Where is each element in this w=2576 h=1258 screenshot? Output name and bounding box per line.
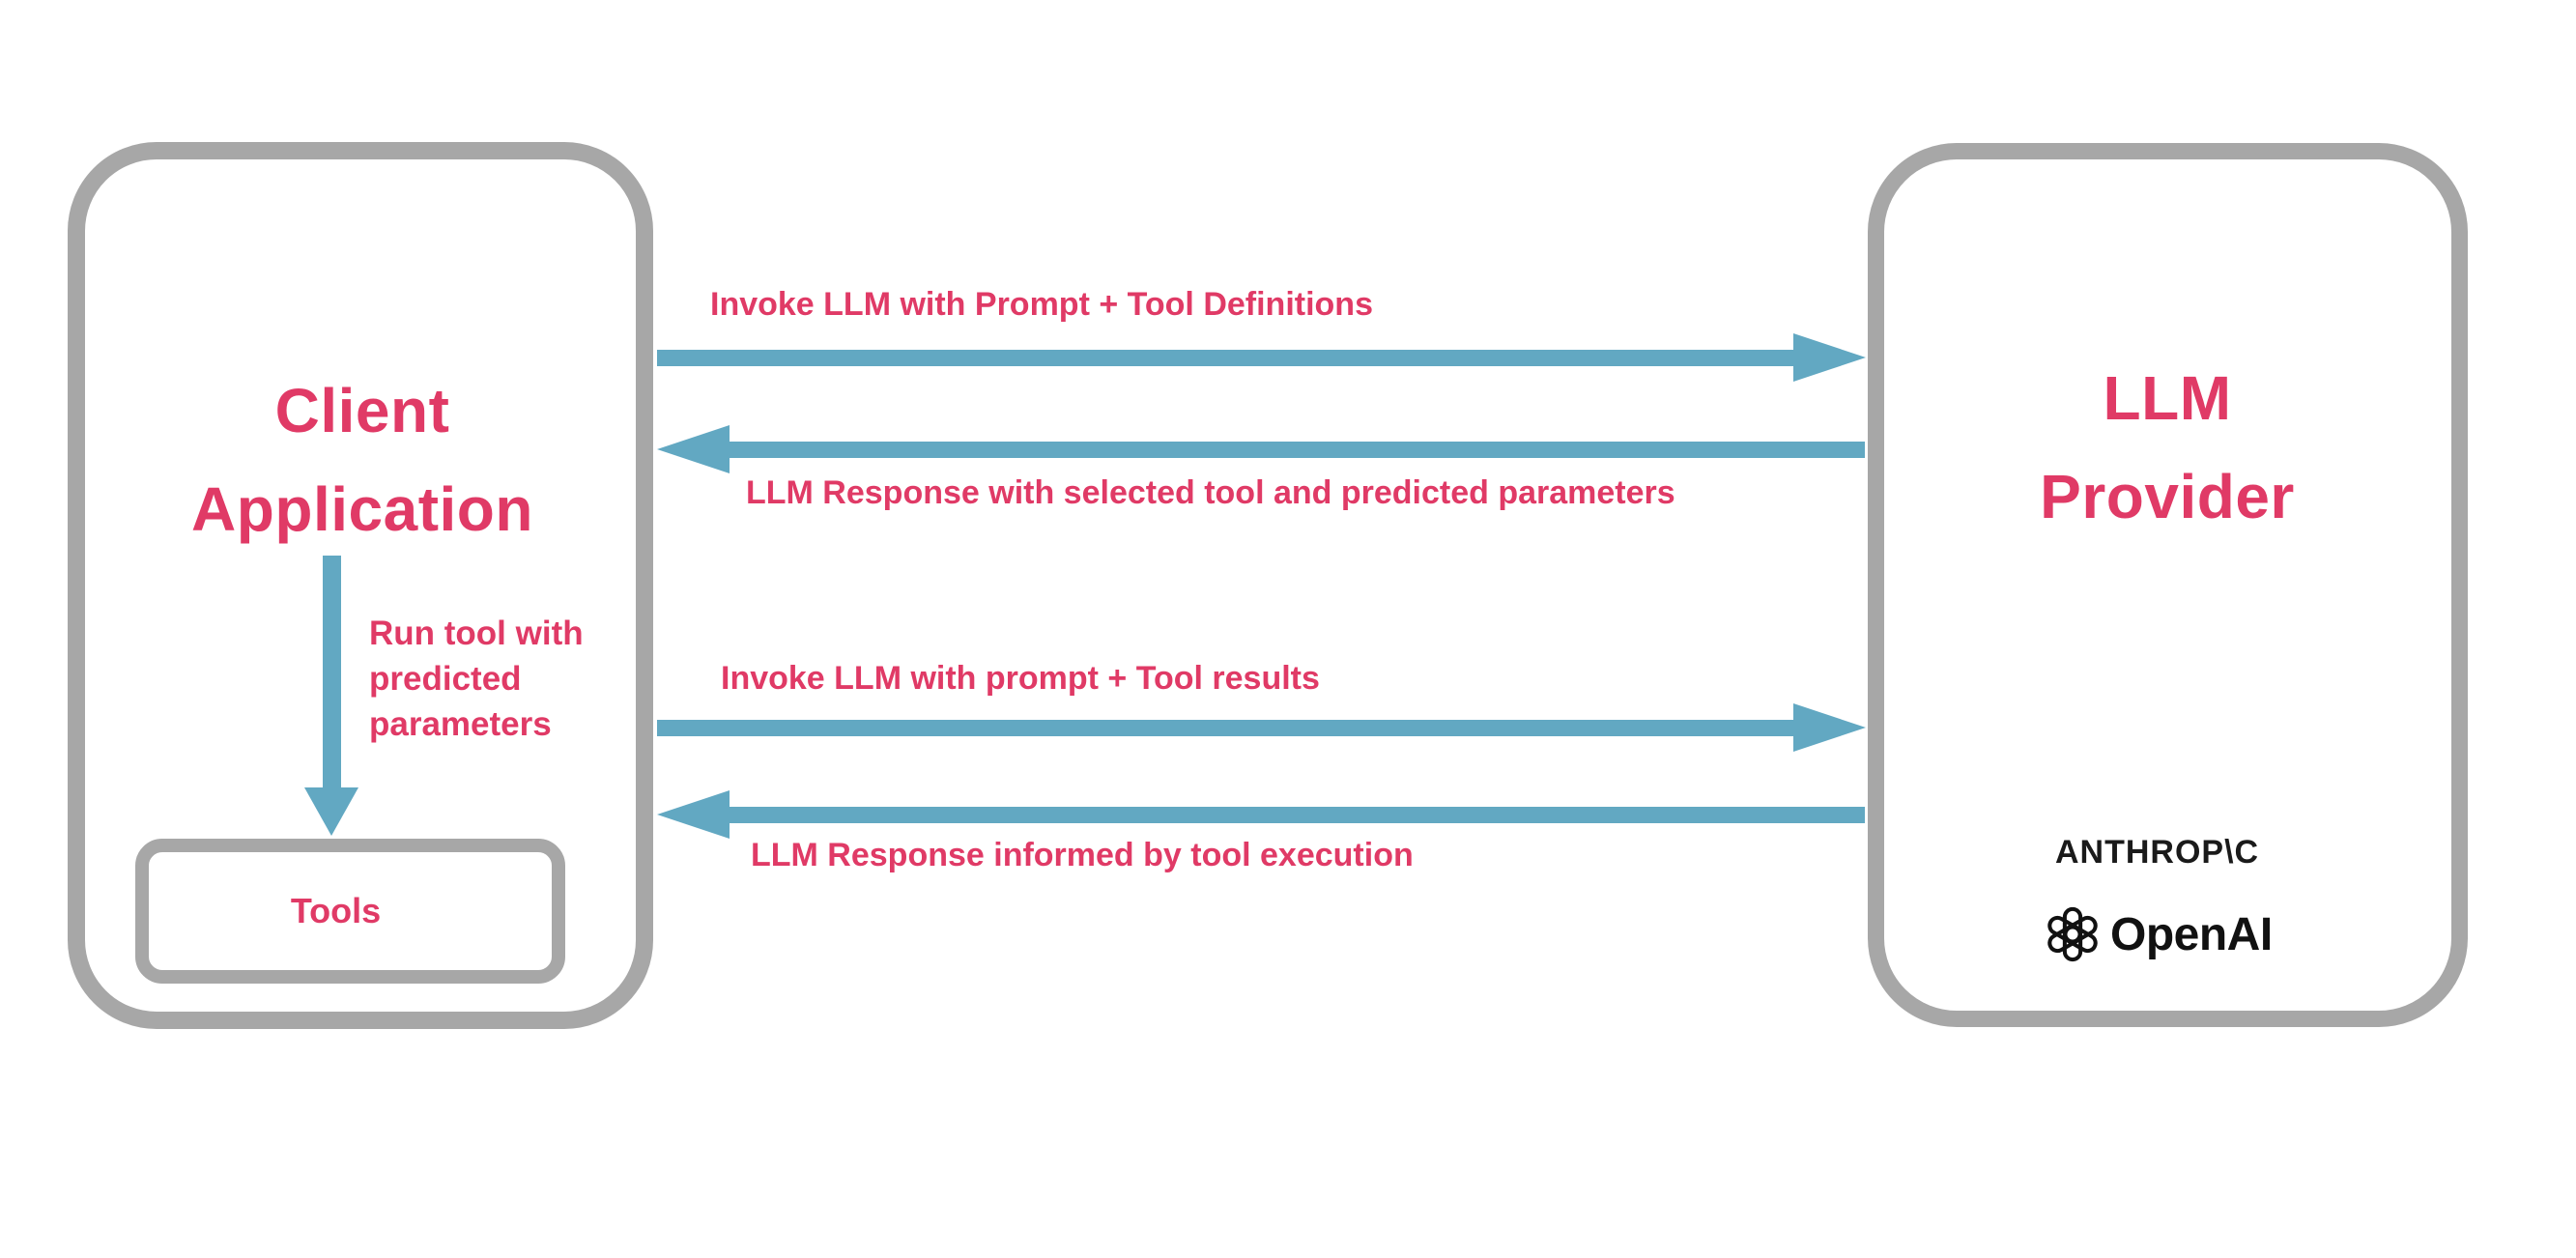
run-tool-label: Run tool with predicted parameters bbox=[369, 615, 584, 743]
arrow-3-right-shaft bbox=[657, 720, 1797, 736]
openai-wordmark: OpenAI bbox=[2110, 908, 2273, 960]
llm-provider-box bbox=[1868, 143, 2468, 1027]
arrow-3-label: Invoke LLM with prompt + Tool results bbox=[721, 660, 1320, 697]
llm-provider-title: LLM Provider bbox=[2040, 363, 2295, 531]
arrow-4-left-head-icon bbox=[657, 790, 730, 839]
tools-box: Tools bbox=[135, 839, 565, 984]
down-arrow-head-icon bbox=[304, 787, 358, 836]
arrow-2-left-shaft bbox=[728, 442, 1865, 458]
openai-logo: OpenAI bbox=[2045, 906, 2273, 962]
arrow-1-label: Invoke LLM with Prompt + Tool Definition… bbox=[710, 286, 1373, 323]
arrow-2-label: LLM Response with selected tool and pred… bbox=[746, 474, 1675, 511]
arrow-1-right-head-icon bbox=[1793, 333, 1866, 382]
down-arrow-shaft bbox=[323, 556, 341, 787]
client-application-title: Client Application bbox=[191, 376, 533, 544]
arrow-4-left-shaft bbox=[728, 807, 1865, 823]
tools-box-label: Tools bbox=[290, 891, 382, 930]
arrow-1-right-shaft bbox=[657, 350, 1797, 366]
openai-blossom-icon bbox=[2047, 906, 2098, 962]
arrow-2-left-head-icon bbox=[657, 425, 730, 473]
anthropic-logo: ANTHROP\C bbox=[2055, 834, 2260, 871]
arrow-4-label: LLM Response informed by tool execution bbox=[751, 837, 1414, 873]
arrow-3-right-head-icon bbox=[1793, 703, 1866, 752]
